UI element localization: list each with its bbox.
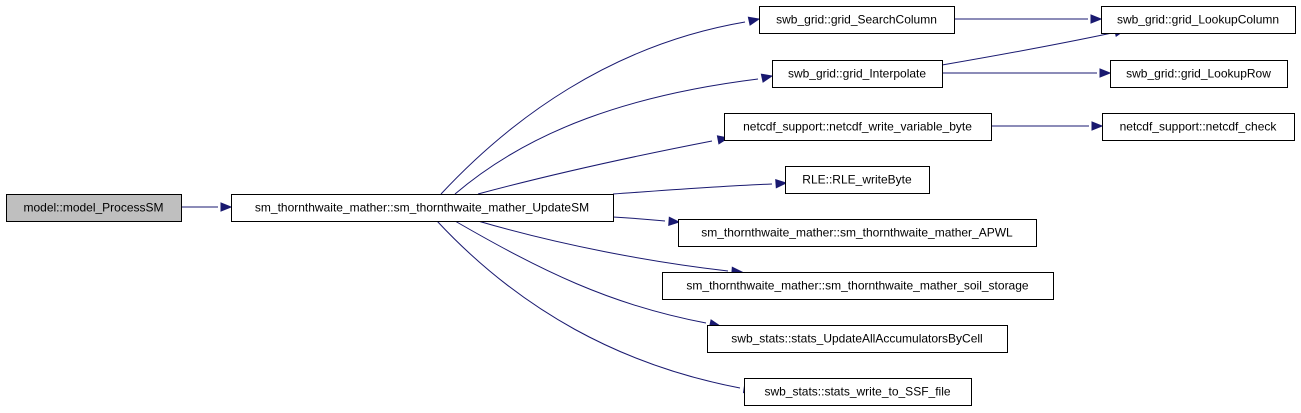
arrowhead-icon xyxy=(775,179,788,189)
node-grid_SearchColumn[interactable]: swb_grid::grid_SearchColumn xyxy=(759,6,955,34)
node-label: sm_thornthwaite_mather::sm_thornthwaite_… xyxy=(686,279,1029,293)
edge-line xyxy=(436,220,741,389)
node-box xyxy=(707,325,1008,353)
edge-netcdf_write_variable_byte-to-netcdf_check xyxy=(991,121,1104,131)
node-box xyxy=(662,272,1054,300)
edge-line xyxy=(477,140,713,195)
edge-grid_SearchColumn-to-grid_LookupColumn xyxy=(954,14,1103,24)
node-label: swb_grid::grid_LookupRow xyxy=(1126,67,1271,81)
node-grid_LookupColumn[interactable]: swb_grid::grid_LookupColumn xyxy=(1101,6,1296,34)
edge-grid_Interpolate-to-grid_LookupColumn xyxy=(941,27,1127,66)
node-soil_storage[interactable]: sm_thornthwaite_mather::sm_thornthwaite_… xyxy=(662,272,1054,300)
node-box xyxy=(1101,6,1296,34)
edge-line xyxy=(440,21,746,195)
node-box xyxy=(724,113,992,141)
node-netcdf_check[interactable]: netcdf_support::netcdf_check xyxy=(1102,113,1295,141)
node-label: swb_grid::grid_Interpolate xyxy=(788,67,926,81)
node-box xyxy=(1110,60,1288,88)
node-box xyxy=(231,194,614,222)
node-box xyxy=(1102,113,1295,141)
edge-line xyxy=(454,220,707,324)
node-box xyxy=(6,194,182,222)
arrowhead-icon xyxy=(1099,68,1112,78)
node-model_ProcessSM[interactable]: model::model_ProcessSM xyxy=(6,194,182,222)
edge-line xyxy=(612,216,666,222)
node-netcdf_write_variable_byte[interactable]: netcdf_support::netcdf_write_variable_by… xyxy=(724,113,992,141)
edge-model_ProcessSM-to-UpdateSM xyxy=(181,202,233,212)
node-grid_LookupRow[interactable]: swb_grid::grid_LookupRow xyxy=(1110,60,1288,88)
edges-layer xyxy=(181,14,1127,394)
edge-line xyxy=(612,183,773,195)
edge-UpdateSM-to-grid_Interpolate xyxy=(454,73,774,195)
node-label: swb_grid::grid_SearchColumn xyxy=(776,13,937,27)
node-box xyxy=(678,219,1037,247)
node-box xyxy=(785,166,930,194)
edge-line xyxy=(454,78,759,195)
arrowhead-icon xyxy=(747,16,761,26)
node-label: swb_stats::stats_write_to_SSF_file xyxy=(764,385,950,399)
edge-line xyxy=(477,220,729,272)
node-grid_Interpolate[interactable]: swb_grid::grid_Interpolate xyxy=(772,60,943,88)
edge-line xyxy=(941,32,1113,66)
edge-grid_Interpolate-to-grid_LookupRow xyxy=(942,68,1112,78)
node-RLE_writeByte[interactable]: RLE::RLE_writeByte xyxy=(785,166,930,194)
arrowhead-icon xyxy=(668,216,681,226)
node-box xyxy=(772,60,943,88)
edge-UpdateSM-to-grid_SearchColumn xyxy=(440,16,761,195)
node-label: netcdf_support::netcdf_write_variable_by… xyxy=(743,120,972,134)
node-label: netcdf_support::netcdf_check xyxy=(1120,120,1278,134)
node-label: swb_grid::grid_LookupColumn xyxy=(1117,13,1279,27)
edge-UpdateSM-to-RLE_writeByte xyxy=(612,179,788,195)
node-label: sm_thornthwaite_mather::sm_thornthwaite_… xyxy=(255,201,589,215)
edge-UpdateSM-to-netcdf_write_variable_byte xyxy=(477,135,730,195)
node-box xyxy=(744,378,972,406)
node-UpdateSM[interactable]: sm_thornthwaite_mather::sm_thornthwaite_… xyxy=(231,194,614,222)
arrowhead-icon xyxy=(760,73,774,83)
node-stats_write_to_SSF_file[interactable]: swb_stats::stats_write_to_SSF_file xyxy=(744,378,972,406)
node-APWL[interactable]: sm_thornthwaite_mather::sm_thornthwaite_… xyxy=(678,219,1037,247)
arrowhead-icon xyxy=(1090,14,1103,24)
arrowhead-icon xyxy=(1091,121,1104,131)
node-stats_UpdateAllAccumulatorsByCell[interactable]: swb_stats::stats_UpdateAllAccumulatorsBy… xyxy=(707,325,1008,353)
node-box xyxy=(759,6,955,34)
arrowhead-icon xyxy=(220,202,233,212)
node-label: sm_thornthwaite_mather::sm_thornthwaite_… xyxy=(701,226,1013,240)
node-label: RLE::RLE_writeByte xyxy=(802,173,912,187)
node-label: swb_stats::stats_UpdateAllAccumulatorsBy… xyxy=(731,332,982,346)
edge-UpdateSM-to-APWL xyxy=(612,216,681,226)
node-label: model::model_ProcessSM xyxy=(23,201,163,215)
